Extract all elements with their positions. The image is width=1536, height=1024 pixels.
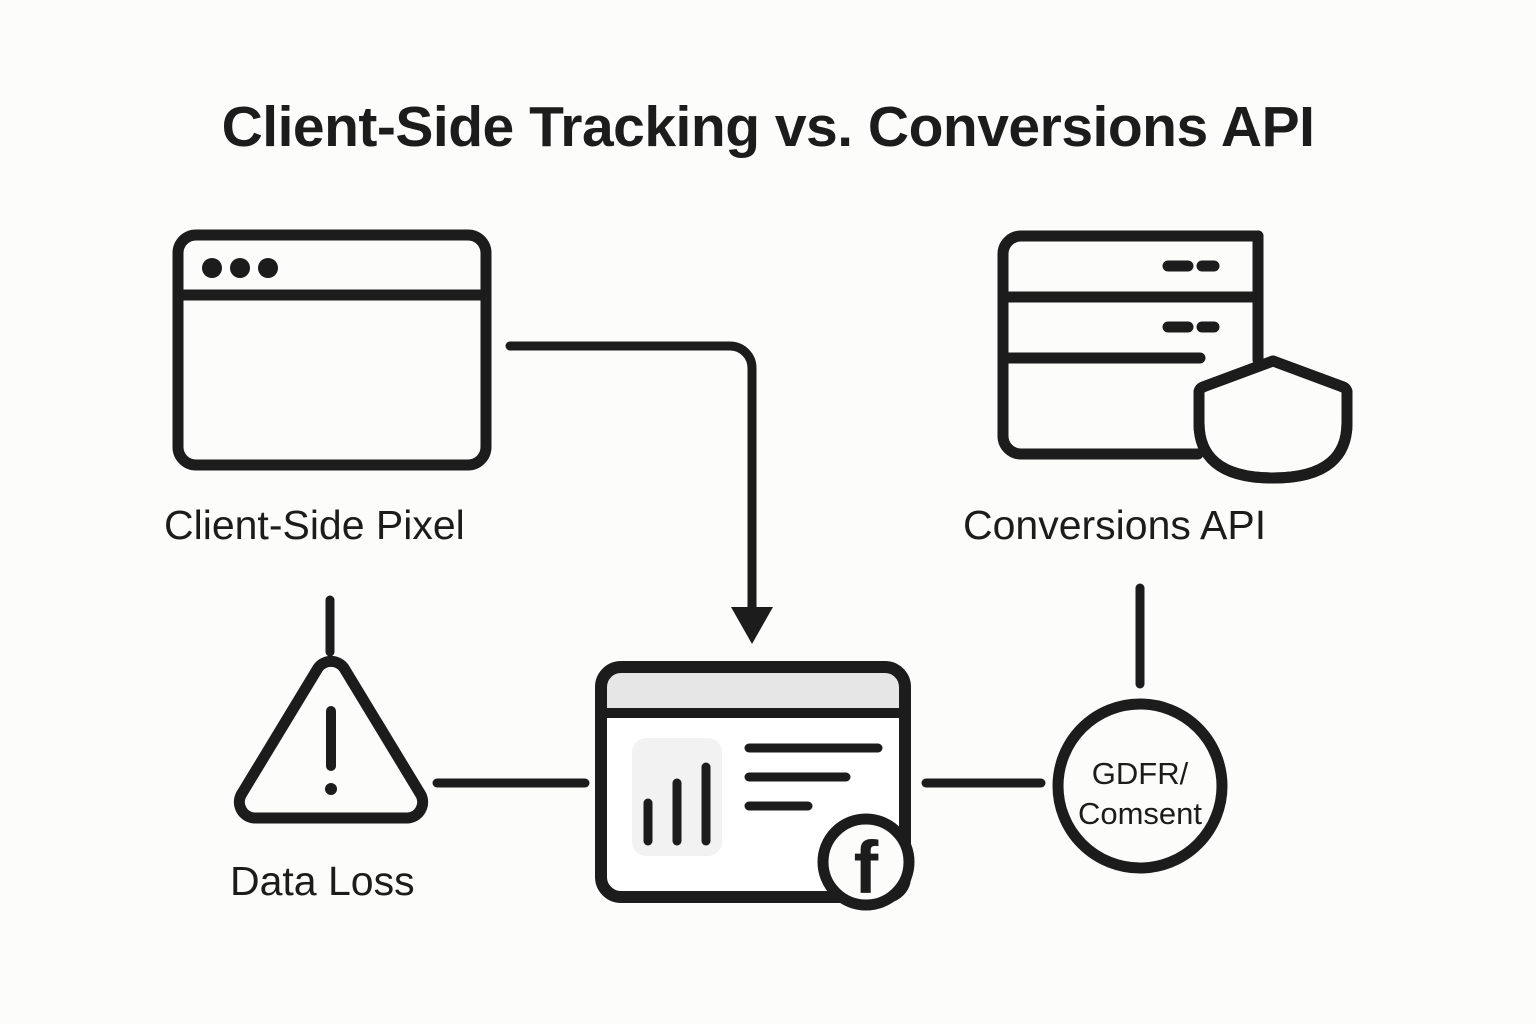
consent-label-line-two: Comsent [1078, 796, 1202, 831]
conversions-api-label: Conversions API [963, 502, 1266, 548]
dashboard-header-bar [601, 667, 905, 713]
browser-dot-two [230, 258, 250, 278]
pixel-to-dashboard-arrow [505, 341, 773, 644]
browser-dot-one [202, 258, 222, 278]
exclamation-dot [325, 783, 337, 795]
page-title: Client-Side Tracking vs. Conversions API [222, 95, 1315, 159]
shield-inner-fill [1206, 366, 1340, 471]
dashboard-card-outline [595, 661, 911, 903]
client-side-pixel-label: Client-Side Pixel [164, 502, 465, 548]
consent-circle-fill [1058, 704, 1222, 868]
elbow-connector-path [505, 341, 757, 622]
triangle-outline [233, 655, 429, 824]
analytics-dashboard-icon[interactable]: f [595, 661, 915, 911]
data-loss-label: Data Loss [230, 858, 415, 904]
consent-circle-ring [1052, 698, 1228, 874]
consent-circle-icon[interactable]: GDFR/ Comsent [1052, 698, 1228, 874]
shield-outline [1193, 355, 1353, 484]
server-shield-icon[interactable] [997, 230, 1353, 484]
facebook-f-icon: f [854, 826, 879, 909]
warning-triangle-icon[interactable] [233, 655, 429, 824]
browser-window-icon[interactable] [172, 229, 492, 471]
consent-label-line-one: GDFR/ [1092, 756, 1189, 791]
facebook-badge-ring [817, 813, 915, 911]
browser-dot-three [258, 258, 278, 278]
browser-frame [172, 229, 492, 471]
server-rack-outline [997, 230, 1264, 460]
arrowhead-icon [731, 607, 773, 644]
facebook-badge[interactable]: f [817, 813, 915, 911]
facebook-badge-fill [823, 819, 909, 905]
